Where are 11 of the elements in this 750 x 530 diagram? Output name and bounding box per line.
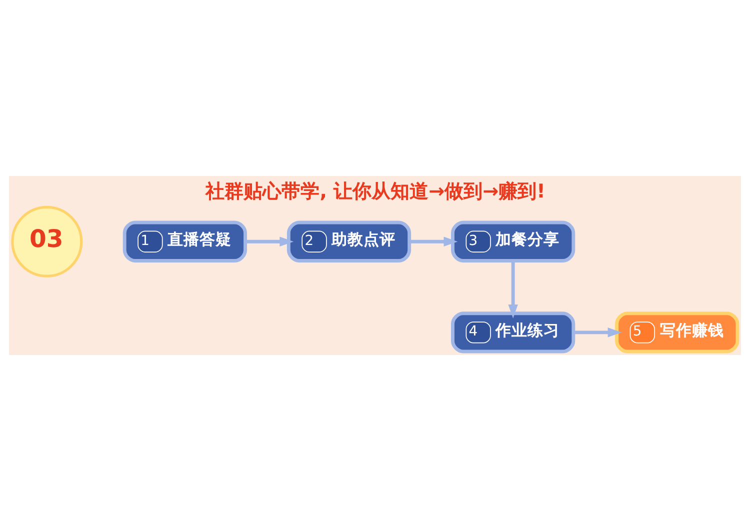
node-box: 4 作业练习: [451, 311, 576, 353]
arrow: [410, 236, 458, 246]
node-box: 5 写作赚钱: [615, 311, 740, 353]
node-box: 3 加餐分享: [451, 220, 576, 262]
node-box: 2 助教点评: [286, 220, 412, 262]
arrow: [508, 260, 518, 318]
node-box: 1 直播答疑: [122, 220, 247, 262]
node-circle: 03: [11, 205, 83, 277]
arrow: [574, 327, 622, 337]
diagram-title: 社群贴心带学, 让你从知道→做到→赚到!: [206, 178, 546, 202]
arrow: [246, 236, 294, 246]
